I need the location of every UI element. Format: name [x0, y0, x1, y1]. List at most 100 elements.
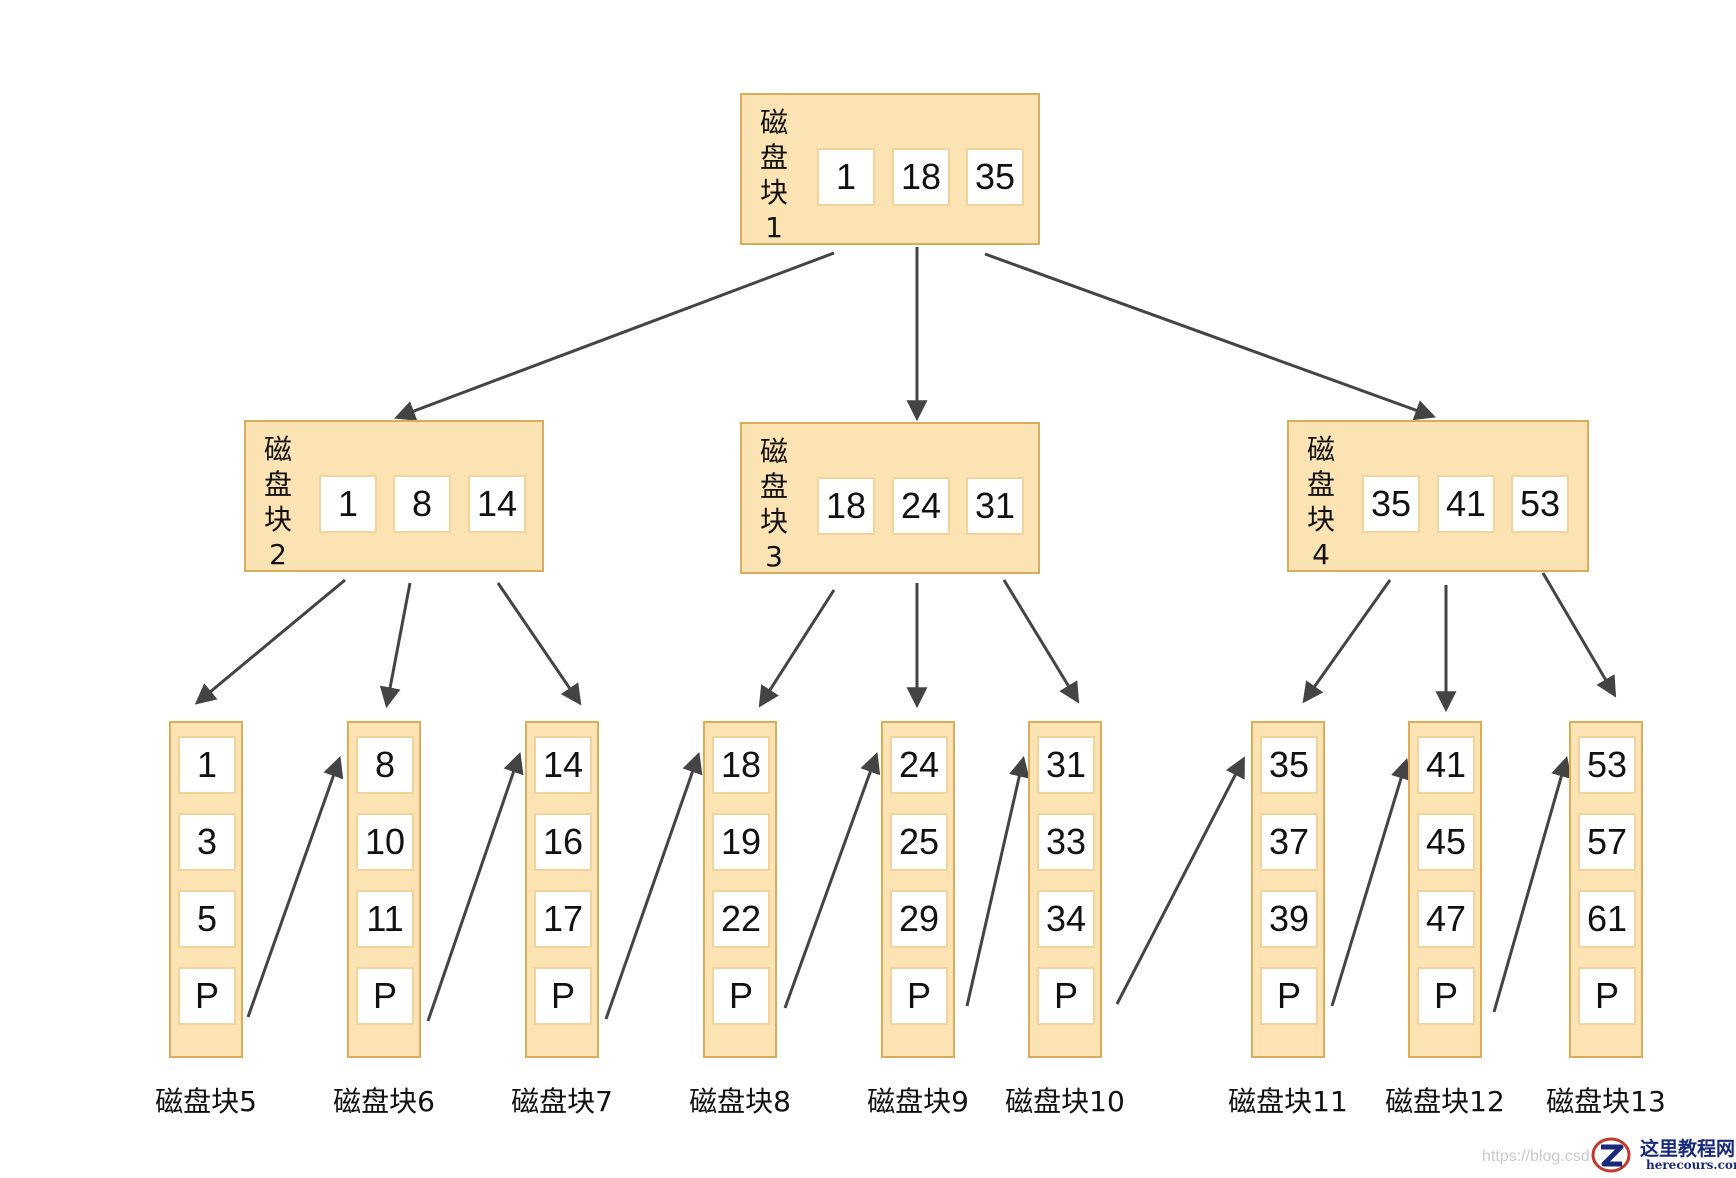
leaf-caption: 磁盘块10 — [1005, 1085, 1125, 1118]
leaf-pointer-cell: P — [1260, 967, 1318, 1025]
leaf-key: 45 — [1417, 813, 1475, 871]
label-char: 磁 — [264, 433, 293, 466]
root-key: 35 — [966, 148, 1024, 206]
internal-node-label: 磁 盘 块 3 — [760, 434, 788, 574]
child-pointer-arrow — [1302, 579, 1392, 704]
leaf-key: 1 — [178, 736, 236, 794]
leaf-caption: 磁盘块6 — [333, 1085, 435, 1118]
leaf-key: 19 — [712, 813, 770, 871]
leaf-key: 8 — [356, 736, 414, 794]
leaf-caption: 磁盘块7 — [511, 1085, 613, 1118]
leaf-key: 33 — [1037, 813, 1095, 871]
watermark-site-name: 这里教程网 — [1640, 1138, 1736, 1160]
leaf-key: 5 — [178, 890, 236, 948]
internal-key: 41 — [1437, 475, 1495, 533]
child-pointer-arrow — [1002, 579, 1080, 704]
label-char: 盘 — [1307, 468, 1336, 501]
root-node: 磁 盘 块 1 1 18 35 — [740, 93, 1040, 245]
label-char: 磁 — [760, 435, 789, 468]
label-char: 4 — [1312, 538, 1330, 571]
leaf-key: 34 — [1037, 890, 1095, 948]
child-pointer-arrow — [496, 582, 582, 706]
leaf-next-pointer-arrow — [246, 756, 344, 1018]
leaf-key: 61 — [1578, 890, 1636, 948]
leaf-pointer-cell: P — [1578, 967, 1636, 1025]
leaf-caption: 磁盘块11 — [1228, 1085, 1348, 1118]
label-char: 块 — [1307, 503, 1336, 536]
internal-node-4: 磁 盘 块 4 35 41 53 — [1287, 420, 1589, 572]
leaf-key: 37 — [1260, 813, 1318, 871]
label-char: 盘 — [264, 468, 293, 501]
leaf-pointer-cell: P — [178, 967, 236, 1025]
internal-node-label: 磁 盘 块 4 — [1307, 432, 1335, 572]
label-char: 块 — [264, 503, 293, 536]
label-char: 磁 — [760, 106, 789, 139]
internal-key: 31 — [966, 477, 1024, 535]
leaf-key: 25 — [890, 813, 948, 871]
child-pointer-arrow — [379, 582, 412, 709]
leaf-next-pointer-arrow — [1492, 755, 1572, 1013]
leaf-key: 31 — [1037, 736, 1095, 794]
label-char: 块 — [760, 505, 789, 538]
child-pointer-arrow — [984, 252, 1436, 421]
leaf-key: 29 — [890, 890, 948, 948]
leaf-key: 14 — [534, 736, 592, 794]
label-char: 3 — [765, 540, 783, 573]
leaf-caption: 磁盘块13 — [1546, 1085, 1666, 1118]
leaf-key: 17 — [534, 890, 592, 948]
leaf-pointer-cell: P — [356, 967, 414, 1025]
watermark-url: https://blog.csd — [1482, 1148, 1590, 1165]
child-pointer-arrow — [194, 578, 346, 705]
label-char: 1 — [765, 211, 783, 244]
leaf-key: 47 — [1417, 890, 1475, 948]
leaf-key: 16 — [534, 813, 592, 871]
root-key: 1 — [817, 148, 875, 206]
leaf-pointer-cell: P — [1037, 967, 1095, 1025]
leaf-key: 57 — [1578, 813, 1636, 871]
internal-key: 53 — [1511, 475, 1569, 533]
internal-key: 1 — [319, 475, 377, 533]
root-node-label: 磁 盘 块 1 — [760, 105, 788, 245]
internal-node-label: 磁 盘 块 2 — [264, 432, 292, 572]
leaf-key: 41 — [1417, 736, 1475, 794]
leaf-pointer-cell: P — [712, 967, 770, 1025]
child-pointer-arrow — [758, 589, 836, 708]
leaf-next-pointer-arrow — [1115, 756, 1245, 1005]
leaf-caption: 磁盘块12 — [1385, 1085, 1505, 1118]
leaf-caption: 磁盘块5 — [155, 1085, 257, 1118]
leaf-pointer-cell: P — [890, 967, 948, 1025]
leaf-key: 39 — [1260, 890, 1318, 948]
leaf-caption: 磁盘块8 — [689, 1085, 791, 1118]
label-char: 块 — [760, 176, 789, 209]
leaf-key: 35 — [1260, 736, 1318, 794]
leaf-pointer-cell: P — [1417, 967, 1475, 1025]
internal-key: 35 — [1362, 475, 1420, 533]
leaf-next-pointer-arrow — [965, 755, 1030, 1007]
leaf-key: 10 — [356, 813, 414, 871]
leaf-key: 11 — [356, 890, 414, 948]
internal-key: 8 — [393, 475, 451, 533]
child-pointer-arrow — [1541, 572, 1617, 698]
leaf-pointer-cell: P — [534, 967, 592, 1025]
internal-key: 14 — [468, 475, 526, 533]
label-char: 盘 — [760, 141, 789, 174]
leaf-key: 18 — [712, 736, 770, 794]
internal-key: 24 — [892, 477, 950, 535]
root-key: 18 — [892, 148, 950, 206]
leaf-key: 22 — [712, 890, 770, 948]
leaf-key: 24 — [890, 736, 948, 794]
child-pointer-arrow — [394, 251, 835, 421]
leaf-next-pointer-arrow — [604, 752, 703, 1020]
leaf-next-pointer-arrow — [426, 752, 524, 1022]
internal-node-3: 磁 盘 块 3 18 24 31 — [740, 422, 1040, 574]
leaf-caption: 磁盘块9 — [867, 1085, 969, 1118]
